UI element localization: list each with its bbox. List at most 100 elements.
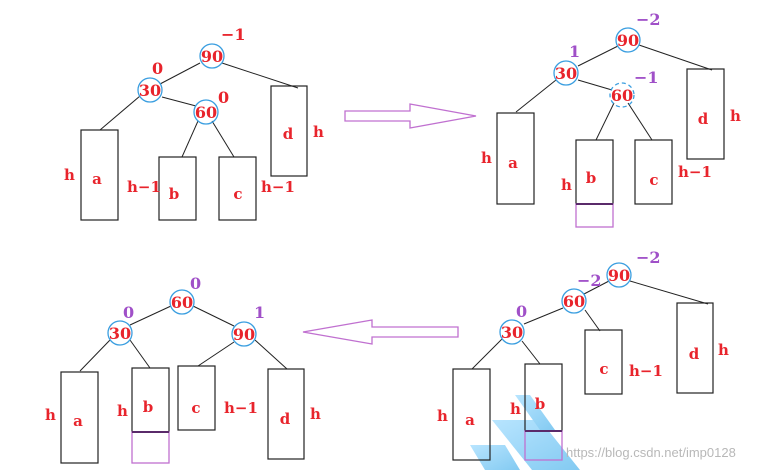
edge-60-30 (129, 305, 172, 326)
subtree-a-box (452, 368, 491, 461)
node-90-circle (199, 43, 225, 69)
node-90-circle (231, 321, 257, 347)
subtree-a-box (80, 129, 119, 221)
subtree-c-box (218, 156, 257, 221)
node-60-circle (193, 99, 219, 125)
edge-90-d (254, 339, 288, 370)
edge-30-a (99, 95, 141, 131)
height-c: h−1 (261, 178, 295, 196)
subtree-a-label: a (73, 412, 83, 430)
subtree-d-box (270, 85, 308, 177)
edge-60-c (627, 102, 653, 141)
balance-30: 0 (123, 303, 134, 322)
node-30-circle (553, 60, 579, 86)
subtree-b-label: b (169, 185, 180, 203)
panel-1-initial: 90 30 60 −1 0 0 a b c d h h−1 h−1 h (64, 25, 324, 221)
edge-90-60 (583, 280, 610, 295)
height-b: h (117, 402, 128, 420)
subtree-d-box (686, 68, 725, 160)
node-90-label: 90 (233, 325, 255, 344)
balance-60: −1 (634, 68, 659, 87)
height-a: h (437, 407, 448, 425)
subtree-a-box (496, 112, 535, 205)
edge-30-60 (577, 79, 613, 91)
edge-60-c (211, 120, 235, 158)
height-a: h (45, 406, 56, 424)
node-60-label: 60 (171, 293, 193, 312)
node-30-label: 30 (109, 324, 131, 343)
subtree-c-label: c (233, 185, 242, 203)
edge-90-d (629, 280, 709, 305)
balance-30: 0 (516, 302, 527, 321)
node-60-label: 60 (563, 292, 585, 311)
subtree-b-label: b (143, 398, 154, 416)
subtree-a-label: a (92, 170, 102, 188)
subtree-b-box (158, 156, 197, 221)
edge-90-d (221, 62, 299, 89)
panel-2-after-insert: 90 30 60 −2 1 −1 a b c d h h h−1 h (481, 10, 741, 228)
subtree-a-label: a (508, 154, 518, 172)
watermark-text: https://blog.csdn.net/imp0128 (566, 445, 736, 460)
height-c: h−1 (224, 399, 258, 417)
edge-30-a (471, 338, 503, 370)
subtree-c-box (584, 329, 623, 395)
edge-90-c (197, 341, 235, 367)
height-d: h (718, 341, 729, 359)
height-a: h (481, 149, 492, 167)
height-b: h (561, 176, 572, 194)
new-node-box (131, 431, 170, 464)
edge-60-b (181, 120, 199, 158)
balance-90: −2 (636, 248, 661, 267)
subtree-d-box (676, 302, 714, 394)
new-node-box (575, 203, 614, 228)
arrow-right-icon (344, 103, 477, 129)
height-d: h (313, 123, 324, 141)
node-60-label: 60 (195, 103, 217, 122)
node-60-circle (609, 82, 635, 108)
subtree-c-label: c (191, 399, 200, 417)
node-90-label: 90 (608, 266, 630, 285)
node-60-circle (169, 289, 195, 315)
balance-30: 1 (569, 42, 580, 61)
balance-30: 0 (152, 59, 163, 78)
node-60-circle (561, 288, 587, 314)
subtree-d-label: d (283, 125, 294, 143)
edge-90-30 (577, 45, 619, 67)
edge-90-30 (159, 62, 201, 85)
subtree-c-box (177, 365, 216, 431)
edge-30-60 (161, 96, 197, 107)
arrow-left-icon (302, 319, 459, 345)
height-b: h−1 (127, 178, 161, 196)
edge-30-a (515, 79, 557, 113)
height-c: h−1 (629, 362, 663, 380)
edge-30-a (79, 339, 111, 372)
node-30-label: 30 (139, 81, 161, 100)
node-90-label: 90 (617, 31, 639, 50)
edge-60-30 (523, 307, 564, 325)
subtree-a-label: a (465, 411, 475, 429)
node-90-circle (606, 262, 632, 288)
balance-60: 0 (218, 88, 229, 107)
edge-60-90 (192, 305, 235, 327)
balance-60: −2 (577, 271, 602, 290)
balance-60: 0 (190, 274, 201, 293)
node-30-circle (107, 320, 133, 346)
subtree-d-label: d (689, 345, 700, 363)
height-a: h (64, 166, 75, 184)
edge-90-d (638, 44, 713, 71)
node-60-label: 60 (611, 86, 633, 105)
edge-30-b (521, 340, 541, 365)
subtree-c-label: c (649, 171, 658, 189)
panel-4-after-right-rotation: 60 30 90 0 0 1 a b c d h h h−1 h (45, 274, 321, 464)
subtree-c-label: c (599, 360, 608, 378)
edge-30-b (129, 339, 151, 369)
height-d: h (730, 107, 741, 125)
height-d: h (310, 405, 321, 423)
balance-90: −1 (221, 25, 246, 44)
subtree-a-box (60, 371, 99, 464)
edge-60-b (595, 102, 615, 141)
subtree-b-label: b (586, 169, 597, 187)
balance-90: −2 (636, 10, 661, 29)
node-30-circle (137, 77, 163, 103)
